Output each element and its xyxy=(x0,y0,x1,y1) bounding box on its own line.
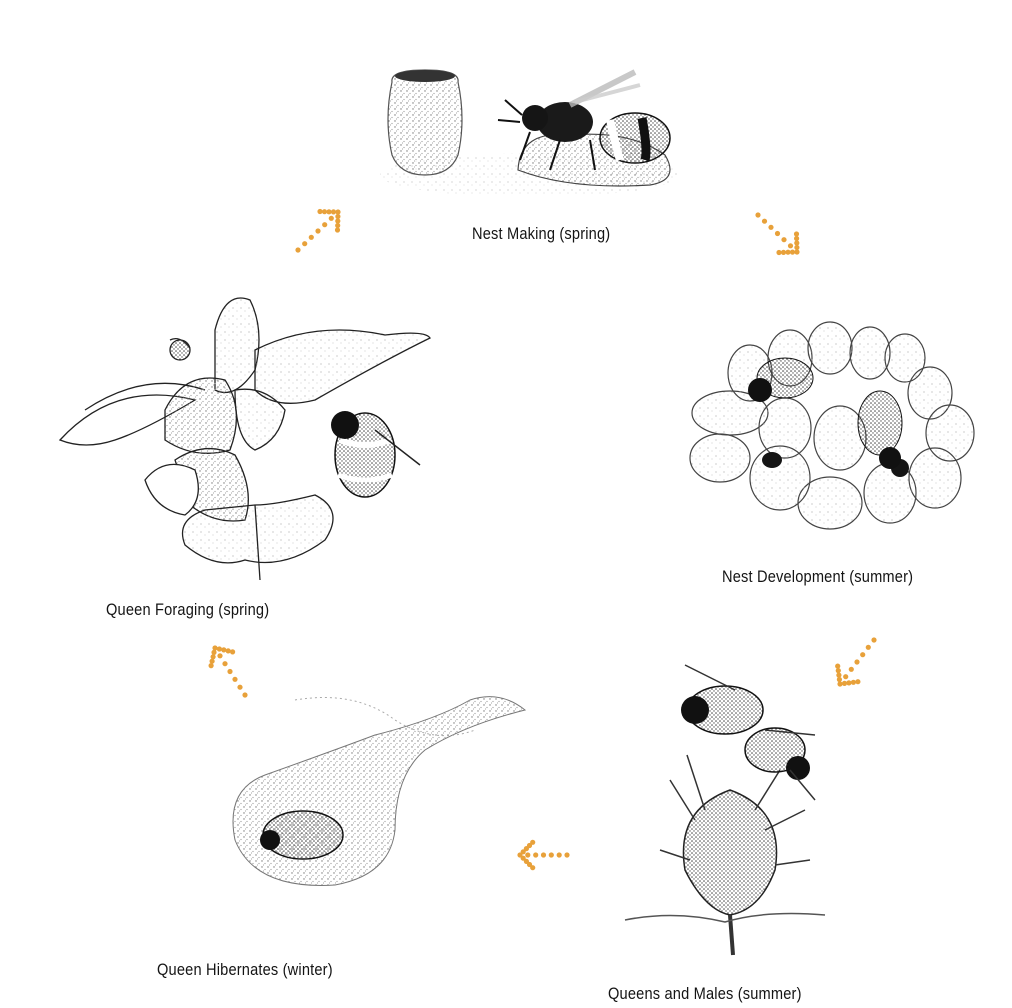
arrow-foraging-to-nest-making xyxy=(295,209,340,253)
arrow-development-to-queens-males xyxy=(835,637,877,686)
arrow-hibernates-to-foraging xyxy=(209,645,248,697)
arrow-queens-males-to-hibernates xyxy=(517,840,569,871)
arrow-nest-making-to-development xyxy=(755,212,799,255)
